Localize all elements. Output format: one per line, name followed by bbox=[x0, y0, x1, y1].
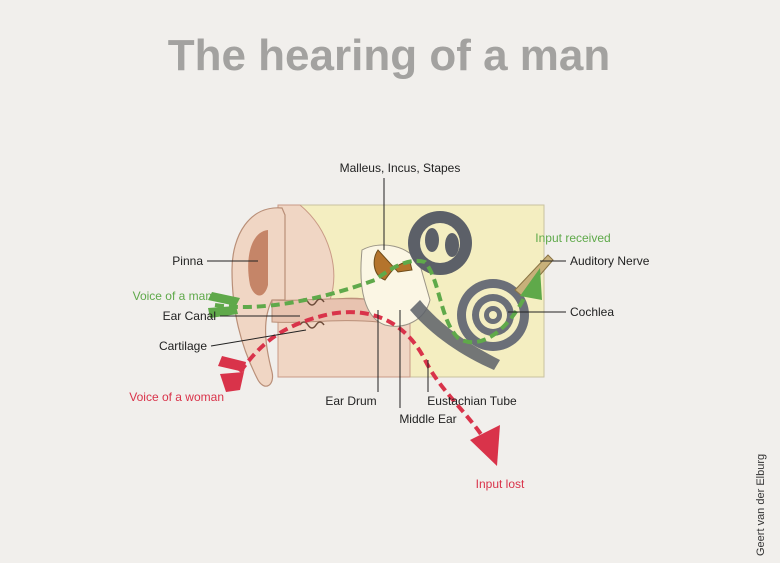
semicircular-canals bbox=[408, 211, 472, 275]
red-path-line bbox=[238, 310, 487, 442]
green-sound-path bbox=[208, 259, 542, 345]
cartilage-coil bbox=[299, 321, 325, 329]
label-input-lost: Input lost bbox=[476, 477, 525, 491]
label-eustachian-tube: Eustachian Tube bbox=[427, 394, 517, 408]
red-arrow-feather bbox=[218, 356, 246, 392]
label-ear-drum: Ear Drum bbox=[325, 394, 376, 408]
ear-illustration bbox=[231, 204, 554, 387]
pinna-inner bbox=[248, 230, 268, 296]
cochlea-shape bbox=[457, 279, 529, 351]
label-malleus-incus-stapes: Malleus, Incus, Stapes bbox=[340, 161, 461, 175]
green-path-line bbox=[214, 259, 530, 345]
page-title: The hearing of a man bbox=[168, 31, 611, 80]
label-cochlea: Cochlea bbox=[570, 305, 614, 319]
leader-lines bbox=[207, 178, 566, 408]
green-arrow-feather bbox=[208, 292, 240, 318]
auditory-nerve-shape bbox=[514, 254, 554, 297]
label-middle-ear: Middle Ear bbox=[399, 412, 456, 426]
label-pinna: Pinna bbox=[172, 254, 203, 268]
credit-text: Geert van der Elburg bbox=[755, 454, 767, 556]
pinna-shape bbox=[231, 207, 286, 387]
label-auditory-nerve: Auditory Nerve bbox=[570, 254, 650, 268]
red-sound-path bbox=[218, 310, 500, 466]
green-arrow-head bbox=[520, 268, 542, 300]
label-ear-canal: Ear Canal bbox=[163, 309, 216, 323]
label-cartilage: Cartilage bbox=[159, 339, 207, 353]
red-arrow-head bbox=[470, 425, 500, 466]
label-voice-of-a-man: Voice of a man bbox=[133, 289, 212, 303]
label-voice-of-a-woman: Voice of a woman bbox=[129, 390, 224, 404]
label-input-received: Input received bbox=[535, 231, 610, 245]
